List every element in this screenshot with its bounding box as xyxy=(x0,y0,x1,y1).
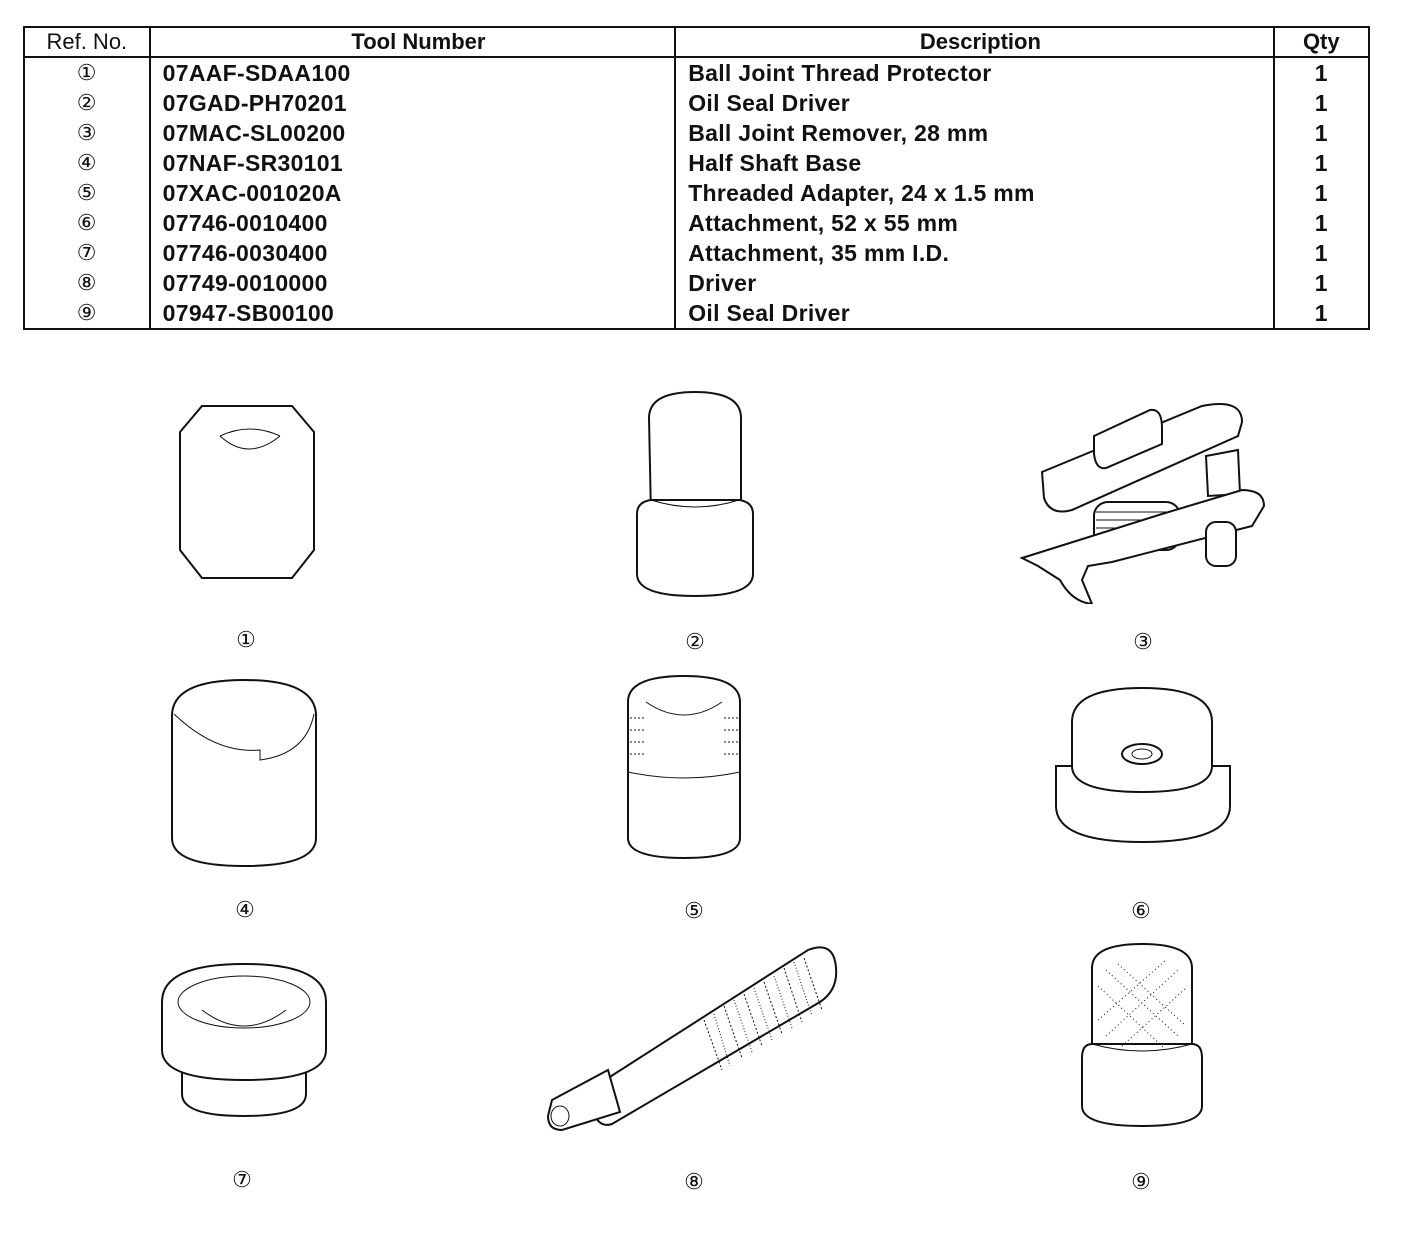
figure-7-attachment-id-illustration xyxy=(161,962,327,1118)
description-cell: Half Shaft Base xyxy=(674,148,1275,178)
description-cell: Attachment, 52 x 55 mm xyxy=(674,208,1275,238)
tool-number-cell: 07NAF-SR30101 xyxy=(148,148,677,178)
description-cell: Ball Joint Thread Protector xyxy=(674,57,1275,88)
header-qty: Qty xyxy=(1272,26,1371,58)
figure-2-caption: ② xyxy=(685,630,705,655)
ref-no-cell: ② xyxy=(23,88,151,118)
ref-no-cell: ③ xyxy=(23,118,151,148)
figure-4-caption: ④ xyxy=(235,898,255,923)
tool-number-cell: 07749-0010000 xyxy=(148,268,677,298)
tool-number-cell: 07746-0010400 xyxy=(148,208,677,238)
description-cell: Oil Seal Driver xyxy=(674,298,1275,329)
ref-no-cell: ④ xyxy=(23,148,151,178)
tool-number-cell: 07AAF-SDAA100 xyxy=(148,57,677,88)
figure-9-caption: ⑨ xyxy=(1131,1170,1151,1195)
figure-3-ball-joint-remover-illustration xyxy=(1019,403,1266,604)
figure-8-caption: ⑧ xyxy=(684,1170,704,1195)
figure-9-oil-seal-driver-illustration xyxy=(1081,942,1203,1128)
ref-no-cell: ⑤ xyxy=(23,178,151,208)
header-ref-no: Ref. No. xyxy=(23,26,151,58)
figure-6-attachment-illustration xyxy=(1055,686,1231,844)
qty-cell: 1 xyxy=(1272,298,1371,329)
qty-cell: 1 xyxy=(1272,57,1371,88)
qty-cell: 1 xyxy=(1272,208,1371,238)
figure-7-caption: ⑦ xyxy=(232,1168,252,1193)
description-cell: Attachment, 35 mm I.D. xyxy=(674,238,1275,268)
ref-no-cell: ⑨ xyxy=(23,298,151,329)
qty-cell: 1 xyxy=(1272,118,1371,148)
tool-number-cell: 07GAD-PH70201 xyxy=(148,88,677,118)
figure-8-driver-illustration xyxy=(546,946,838,1132)
description-cell: Oil Seal Driver xyxy=(674,88,1275,118)
ref-no-cell: ⑥ xyxy=(23,208,151,238)
tool-number-cell: 07947-SB00100 xyxy=(148,298,677,329)
figure-4-half-shaft-base-illustration xyxy=(170,678,318,868)
tool-number-cell: 07XAC-001020A xyxy=(148,178,677,208)
qty-cell: 1 xyxy=(1272,148,1371,178)
ref-no-cell: ⑦ xyxy=(23,238,151,268)
tool-number-cell: 07746-0030400 xyxy=(148,238,677,268)
qty-cell: 1 xyxy=(1272,238,1371,268)
header-description: Description xyxy=(674,26,1275,58)
description-cell: Ball Joint Remover, 28 mm xyxy=(674,118,1275,148)
table-header-row: Ref. No. Tool Number Description Qty xyxy=(23,26,1371,58)
ref-no-cell: ⑧ xyxy=(23,268,151,298)
qty-cell: 1 xyxy=(1272,178,1371,208)
figure-1-thread-protector-illustration xyxy=(179,405,315,579)
figure-5-caption: ⑤ xyxy=(684,899,704,924)
tool-number-cell: 07MAC-SL00200 xyxy=(148,118,677,148)
figure-1-caption: ① xyxy=(236,628,256,653)
figure-5-threaded-adapter-illustration xyxy=(627,674,741,860)
qty-cell: 1 xyxy=(1272,268,1371,298)
description-cell: Driver xyxy=(674,268,1275,298)
ref-no-cell: ① xyxy=(23,57,151,88)
figure-6-caption: ⑥ xyxy=(1131,899,1151,924)
qty-cell: 1 xyxy=(1272,88,1371,118)
header-tool-number: Tool Number xyxy=(148,26,677,58)
figure-3-caption: ③ xyxy=(1133,630,1153,655)
figure-2-oil-seal-driver-illustration xyxy=(636,390,754,598)
description-cell: Threaded Adapter, 24 x 1.5 mm xyxy=(674,178,1275,208)
